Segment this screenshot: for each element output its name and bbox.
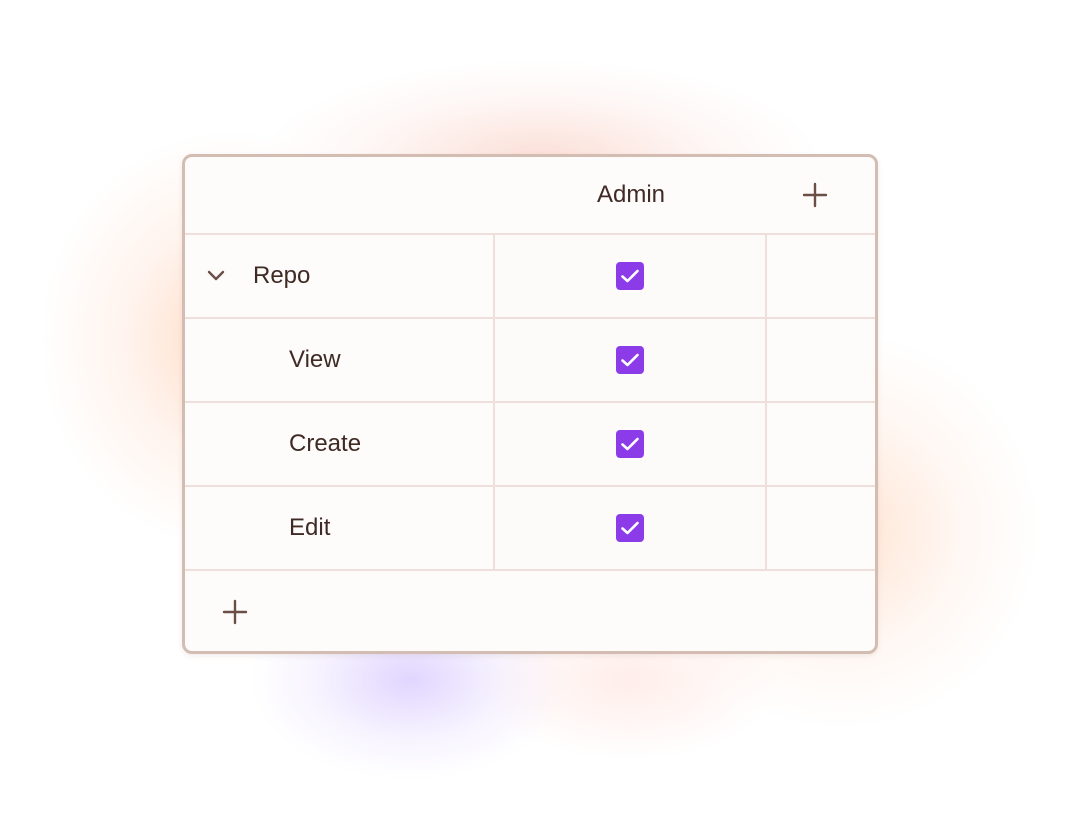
add-permission-button[interactable] (221, 598, 249, 626)
empty-role-cell (767, 319, 875, 401)
admin-permission-cell (495, 487, 767, 569)
permission-label-cell: Edit (185, 487, 495, 569)
table-row-edit: Edit (185, 487, 875, 571)
table-row-repo: Repo (185, 235, 875, 319)
permission-label-cell: View (185, 319, 495, 401)
permission-group-label: Repo (253, 262, 311, 289)
table-header: Admin (185, 157, 875, 235)
permission-label: Edit (289, 514, 331, 541)
permission-label-cell: Create (185, 403, 495, 485)
checkmark-icon (621, 353, 639, 367)
empty-role-cell (767, 235, 875, 317)
create-admin-checkbox[interactable] (616, 430, 644, 458)
plus-icon (222, 599, 248, 625)
permissions-table-card: Admin Repo (182, 154, 878, 654)
admin-permission-cell (495, 403, 767, 485)
add-role-button[interactable] (801, 181, 829, 209)
chevron-down-icon (207, 270, 225, 281)
checkmark-icon (621, 269, 639, 283)
admin-permission-cell (495, 319, 767, 401)
plus-icon (802, 182, 828, 208)
edit-admin-checkbox[interactable] (616, 514, 644, 542)
repo-admin-checkbox[interactable] (616, 262, 644, 290)
permission-label: Create (289, 430, 362, 457)
table-row-view: View (185, 319, 875, 403)
permission-group-cell: Repo (185, 235, 495, 317)
table-row-create: Create (185, 403, 875, 487)
role-column-header: Admin (596, 181, 666, 208)
checkmark-icon (621, 521, 639, 535)
permissions-table: Admin Repo (185, 157, 875, 651)
expand-toggle-button[interactable] (205, 265, 227, 287)
empty-role-cell (767, 487, 875, 569)
permission-label: View (289, 346, 341, 373)
view-admin-checkbox[interactable] (616, 346, 644, 374)
admin-permission-cell (495, 235, 767, 317)
empty-role-cell (767, 403, 875, 485)
checkmark-icon (621, 437, 639, 451)
